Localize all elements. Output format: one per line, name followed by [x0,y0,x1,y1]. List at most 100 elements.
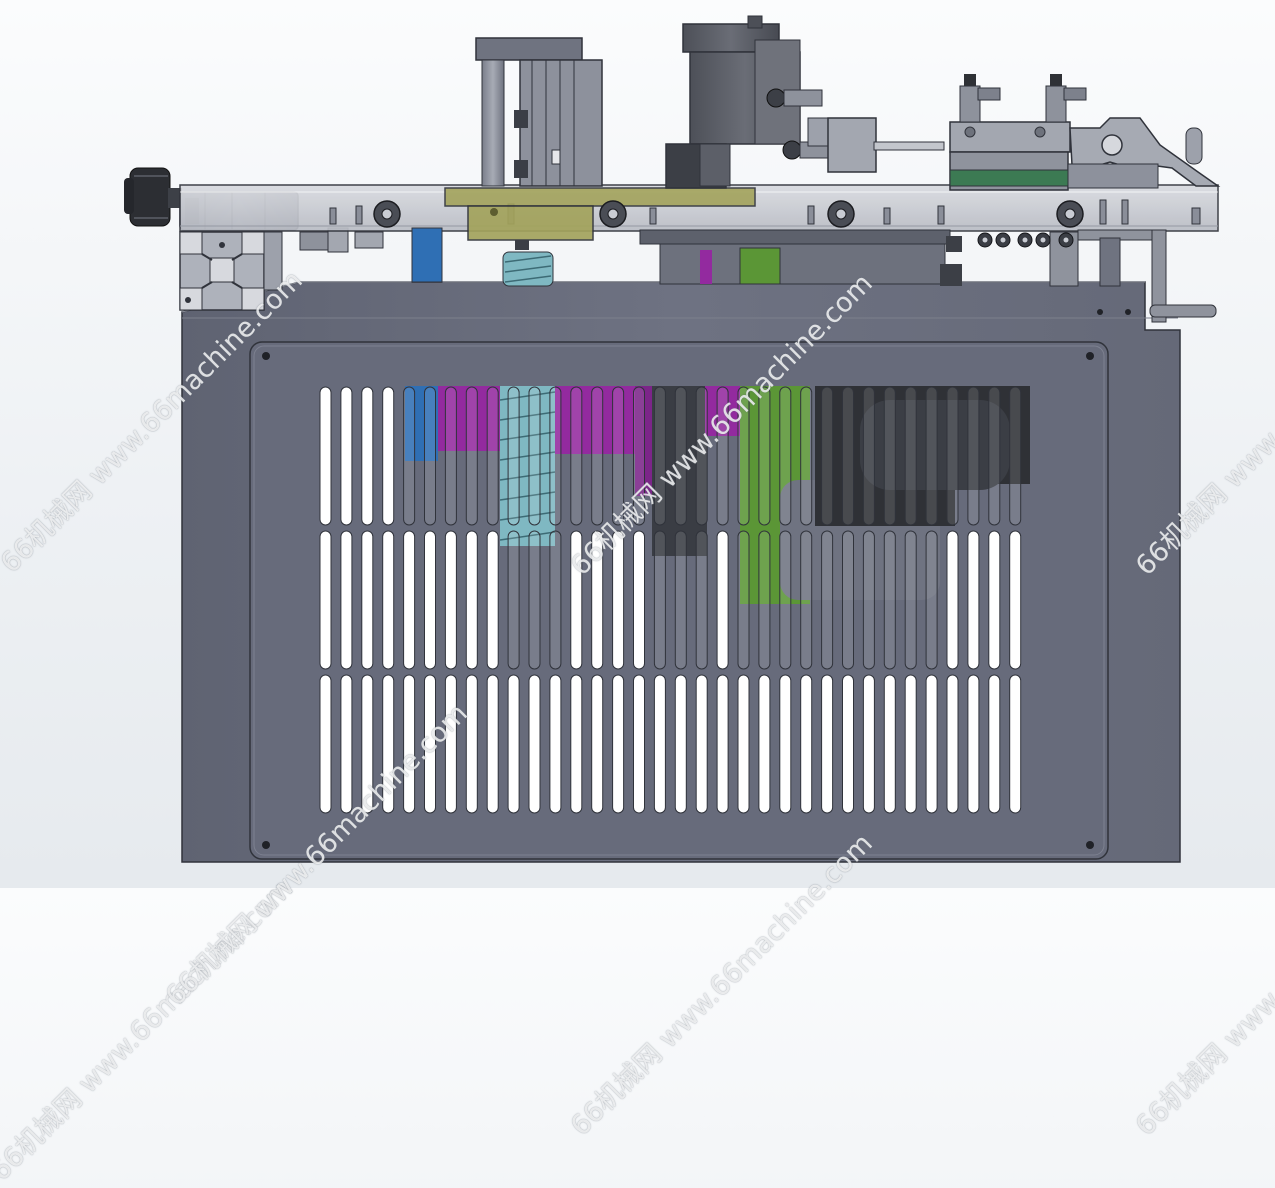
vent-slot [758,530,771,670]
roller-icon [373,200,401,228]
vent-slot [340,386,353,526]
vent-slot [653,674,666,814]
vent-slot [507,674,520,814]
vent-slot [674,530,687,670]
roller-icon [1035,232,1051,248]
roller-icon [1017,232,1033,248]
vent-slot [591,386,604,526]
vent-slot [1009,674,1022,814]
vent-slot [821,386,834,526]
guide-rollers [977,232,1074,248]
vent-slot [486,674,499,814]
vent-slot [779,530,792,670]
vent-slot [1009,530,1022,670]
vent-slot [382,674,395,814]
vent-slot [695,386,708,526]
vent-slot [988,530,1001,670]
roller-icon [1056,200,1084,228]
vent-slot [633,386,645,526]
vent-slot [821,530,834,670]
roller-icon [599,200,627,228]
vent-slot [925,674,938,814]
vent-slot [925,386,938,526]
vent-slot [800,530,813,670]
vent-slot [340,674,353,814]
vent-slot [444,530,457,670]
vent-slot [570,386,583,526]
vent-slot [716,674,729,814]
vent-slot [361,674,374,814]
vent-slot [507,386,520,526]
vent-slot [403,530,416,670]
vent-slot [319,674,332,814]
right-cylinder-group [940,74,1221,323]
olive-bracket [444,187,756,241]
vent-slot [925,530,938,670]
vent-slot [737,674,750,814]
vent-slot [967,530,980,670]
knob-icon [124,167,182,227]
vent-slot [653,530,666,670]
vent-slot [424,674,436,814]
vent-slot [988,674,1001,814]
vent-slot [737,530,750,670]
vent-slot [946,530,959,670]
vent-slot [862,386,875,526]
vent-slot [361,386,374,526]
vent-slot [821,674,834,814]
vent-slot [674,674,687,814]
vent-slot [570,530,583,670]
vent-slot [319,530,332,670]
servo-motor [665,15,945,189]
vent-slot [570,674,583,814]
vent-slot [842,674,854,814]
vent-slot [883,530,896,670]
vent-slot [653,386,666,526]
vent-slot [444,674,457,814]
vent-slot [842,386,854,526]
vent-slot [862,530,875,670]
pneumatic-cylinder-left [475,37,603,187]
roller-icon [1058,232,1074,248]
vent-slot [695,674,708,814]
vent-slot [486,530,499,670]
vent-slot [424,530,436,670]
vent-slot [361,530,374,670]
vent-slot [340,530,353,670]
vent-slot [465,530,478,670]
watermark: 66机械网 www.66machine.com [0,872,299,1187]
vent-slot [946,386,959,526]
vent-slot [612,386,625,526]
vent-slot [591,674,604,814]
vent-slot [883,386,896,526]
vent-slot [967,386,980,526]
roller-icon [977,232,993,248]
vent-slot [883,674,896,814]
vent-slot [612,674,625,814]
vent-slot [633,530,645,670]
vent-slot [403,674,416,814]
vent-slot [465,674,478,814]
air-fitting-icon [959,74,1001,123]
vent-slot [444,386,457,526]
vent-slot [1009,386,1022,526]
vent-slot [486,386,499,526]
vent-slot [758,386,771,526]
vent-slot [319,386,332,526]
vent-slot [842,530,854,670]
vent-slot [612,530,625,670]
vent-slot [424,386,436,526]
gear [502,251,554,287]
vent-slot [758,674,771,814]
vent-slot [716,530,729,670]
vent-slot [862,674,875,814]
vent-slot [403,386,416,526]
rollers [373,200,1084,228]
vent-slot [674,386,687,526]
vent-slot [528,674,541,814]
vent-slot [465,386,478,526]
vent-slot [716,386,729,526]
vent-slot [800,386,813,526]
vent-slot [507,530,520,670]
aluminum-profile [179,231,265,311]
